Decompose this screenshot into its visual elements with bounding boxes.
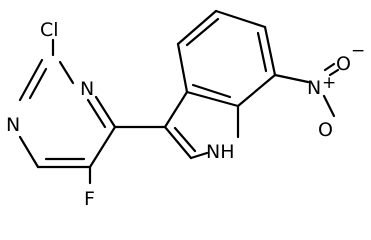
bond-c2-n3 — [18, 58, 44, 102]
bond-n3-c4 — [18, 135, 40, 169]
molecule-drawing: Cl N N F N + O − O NH — [6, 9, 365, 210]
bond-c6-n1-double — [86, 98, 107, 129]
pyrrole-ring — [163, 90, 240, 160]
bond-c4-c5 — [176, 9, 218, 46]
indole-nh-label: NH — [206, 141, 235, 163]
chlorine-label: Cl — [40, 19, 59, 41]
bond-c7-c7a — [236, 73, 277, 108]
bond-c6-c7 — [263, 25, 277, 77]
bond-n-o-top — [323, 62, 336, 72]
bond-c5-c6 — [214, 9, 267, 29]
minus-charge: − — [351, 41, 365, 61]
bond-c6-n1 — [94, 95, 117, 129]
chemical-structure-canvas: Cl N N F N + O − O NH — [6, 9, 365, 210]
bond-c3a-c7a — [185, 90, 240, 108]
oxygen-label: O — [336, 53, 351, 75]
bond-c2-n3-double — [28, 67, 48, 100]
bond-n-o-bottom — [322, 94, 336, 118]
bond-c3-c3a — [163, 90, 189, 129]
bond-c3a-c7a-double — [191, 83, 232, 99]
pyrimidine-ring — [18, 38, 117, 185]
bond-c3-c2 — [163, 125, 193, 160]
oxygen-label: O — [318, 119, 333, 141]
nitrogen-label: N — [80, 78, 94, 100]
bond-c5-c6 — [88, 125, 117, 169]
plus-charge: + — [322, 73, 336, 93]
bond-c7-nitro — [273, 73, 310, 84]
bond-c4-c5-double — [185, 17, 220, 47]
bond-c6-c7-double — [256, 31, 268, 73]
nitrogen-label: N — [6, 114, 20, 136]
bond-c3a-c4 — [176, 42, 189, 94]
bond-c3-c2-double — [173, 126, 197, 153]
fluorine-label: F — [84, 188, 95, 210]
nitro-nitrogen-label: N — [307, 77, 321, 99]
nitro-group — [273, 62, 340, 118]
benzene-ring — [176, 9, 277, 108]
bond-n-o-top-double — [328, 68, 340, 77]
bond-c2-n1 — [58, 60, 75, 85]
bond-c2-n1 — [189, 151, 209, 160]
